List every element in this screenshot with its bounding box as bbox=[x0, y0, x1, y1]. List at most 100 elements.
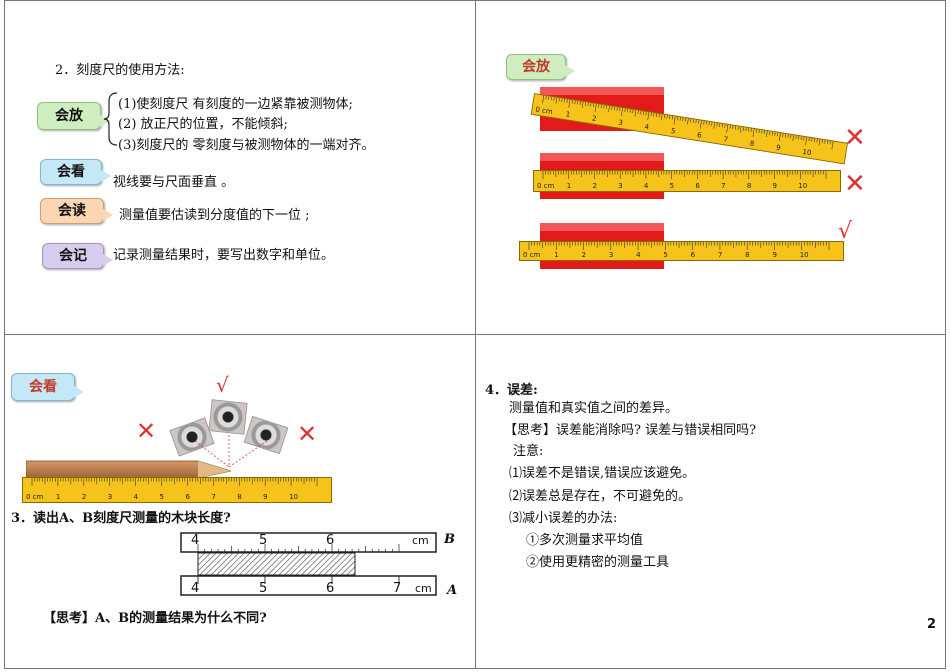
ruler-tick bbox=[548, 96, 550, 100]
ruler-tick bbox=[782, 133, 784, 137]
ruler-tick bbox=[792, 135, 794, 142]
du-text: 测量值要估读到分度值的下一位 ; bbox=[119, 208, 310, 223]
ruler-tick bbox=[663, 114, 666, 119]
ruler-tick-label: 0 cm bbox=[523, 251, 541, 259]
ruler-tick bbox=[594, 103, 597, 112]
ruler-tick bbox=[734, 125, 737, 130]
ruler-tick-label: 2 bbox=[82, 493, 86, 501]
slide4-note: 注意: bbox=[513, 444, 544, 459]
ruler-tick bbox=[619, 107, 621, 112]
ruler-tick bbox=[750, 128, 752, 132]
label-ji: 会记 bbox=[42, 243, 113, 269]
ruler-a-unit: cm bbox=[415, 582, 432, 595]
ruler-tick bbox=[608, 105, 610, 112]
ruler-tick bbox=[669, 115, 671, 120]
ruler-tick-label: 0 cm bbox=[26, 493, 44, 501]
ruler-tick-label: 6 bbox=[695, 182, 700, 190]
ruler-tick bbox=[658, 113, 660, 118]
ruler-tick bbox=[803, 136, 805, 141]
wrong-mark: ✕ bbox=[844, 169, 866, 199]
slide4-method-1: ①多次测量求平均值 bbox=[526, 533, 644, 548]
slide3-question: 3．读出A、B刻度尺测量的木块长度? bbox=[11, 511, 231, 526]
ruler-tick bbox=[645, 111, 647, 116]
ruler-tick bbox=[592, 103, 595, 107]
ruler-b-tick-6: 6 bbox=[326, 533, 335, 548]
ruler-tick bbox=[603, 105, 605, 109]
ruler-tick bbox=[600, 104, 602, 109]
ruler-tick bbox=[660, 114, 663, 121]
ruler-tick-label: 4 bbox=[636, 251, 641, 259]
ruler-tick bbox=[650, 112, 652, 117]
ruler-tick bbox=[766, 130, 768, 137]
ruler-a-tick-6: 6 bbox=[326, 581, 335, 596]
ruler-tick bbox=[827, 140, 829, 145]
slide2-label-fang: 会放 bbox=[506, 54, 575, 80]
ruler-tick bbox=[818, 139, 821, 146]
ruler-a-tick-5: 5 bbox=[259, 581, 268, 596]
slide3-label-kan: 会看 bbox=[11, 373, 84, 401]
slide-ruler-usage: 2．刻度尺的使用方法: 会放 (1)使刻度尺 有刻度的一边紧靠被测物体; (2)… bbox=[5, 1, 475, 334]
ruler-b-tick-4: 4 bbox=[191, 533, 200, 548]
ruler-tick-label: 9 bbox=[263, 493, 267, 501]
ruler-tick-label: 10 bbox=[802, 148, 812, 157]
ruler-tick bbox=[566, 99, 568, 103]
ruler-tick bbox=[653, 113, 655, 117]
ruler-tick bbox=[677, 116, 679, 121]
ruler-tick bbox=[690, 118, 692, 123]
ruler-tick bbox=[671, 115, 673, 120]
fang-item-1: (1)使刻度尺 有刻度的一边紧靠被测物体; bbox=[118, 97, 353, 112]
ruler-tick-label: 5 bbox=[670, 182, 674, 190]
ruler-tick bbox=[558, 98, 560, 102]
ruler-a-tick-7: 7 bbox=[393, 581, 402, 596]
ruler-tick bbox=[745, 127, 747, 132]
ruler-tick bbox=[698, 120, 700, 124]
ruler-tick-label: 10 bbox=[798, 182, 807, 190]
ruler-tick bbox=[606, 105, 608, 110]
ruler-tick-label: 3 bbox=[618, 119, 624, 128]
fang-item-2: (2) 放正尺的位置，不能倾斜; bbox=[118, 117, 288, 132]
ruler-tick bbox=[771, 131, 773, 136]
page-number: 2 bbox=[927, 617, 937, 632]
ruler-tick bbox=[687, 118, 689, 125]
ruler-tick-label: 7 bbox=[721, 182, 725, 190]
ruler-tick bbox=[577, 100, 579, 105]
kan-text: 视线要与尺面垂直 。 bbox=[113, 175, 235, 190]
ruler-tick bbox=[719, 123, 721, 127]
label-fang: 会放 bbox=[37, 102, 110, 130]
ruler-tick bbox=[550, 96, 552, 101]
ruler-tick bbox=[732, 125, 734, 130]
ruler-tick bbox=[752, 128, 755, 137]
ruler-tick bbox=[831, 141, 834, 150]
ruler-tick bbox=[632, 109, 634, 114]
ruler-tick-label: 0 cm bbox=[535, 105, 554, 116]
ruler-body bbox=[519, 241, 844, 261]
ruler-tick bbox=[808, 137, 810, 142]
eye-top-icon bbox=[208, 399, 248, 435]
ruler-tick bbox=[763, 130, 766, 135]
ruler-tick bbox=[584, 102, 587, 106]
ruler-tick bbox=[555, 97, 558, 104]
label-kan: 会看 bbox=[40, 159, 111, 185]
ruler-body bbox=[22, 477, 332, 503]
ruler-tick-label: 0 cm bbox=[537, 182, 555, 190]
ruler-tick-label: 9 bbox=[772, 251, 776, 259]
ab-block-and-ticks bbox=[197, 544, 400, 584]
ruler-tick bbox=[629, 109, 631, 113]
ruler-tick-label: 7 bbox=[723, 135, 729, 144]
ruler-tick bbox=[774, 132, 776, 136]
ruler-tick bbox=[545, 95, 547, 100]
ruler-tick-label: 10 bbox=[800, 251, 809, 259]
ruler-tick bbox=[824, 140, 826, 144]
fang-item-3: (3)刻度尺的 零刻度与被测物体的一端对齐。 bbox=[118, 138, 375, 153]
ruler-tick bbox=[561, 98, 563, 102]
ruler-tick bbox=[813, 138, 815, 142]
ruler-tick bbox=[711, 122, 713, 126]
slide4-heading: 4．误差: bbox=[485, 383, 538, 398]
ruler-tick bbox=[761, 130, 763, 134]
ruler-tick-label: 2 bbox=[592, 182, 596, 190]
ruler-tick bbox=[637, 110, 639, 115]
ji-text: 记录测量结果时，要写出数字和单位。 bbox=[113, 248, 335, 263]
ruler-tick-label: 1 bbox=[565, 110, 571, 119]
